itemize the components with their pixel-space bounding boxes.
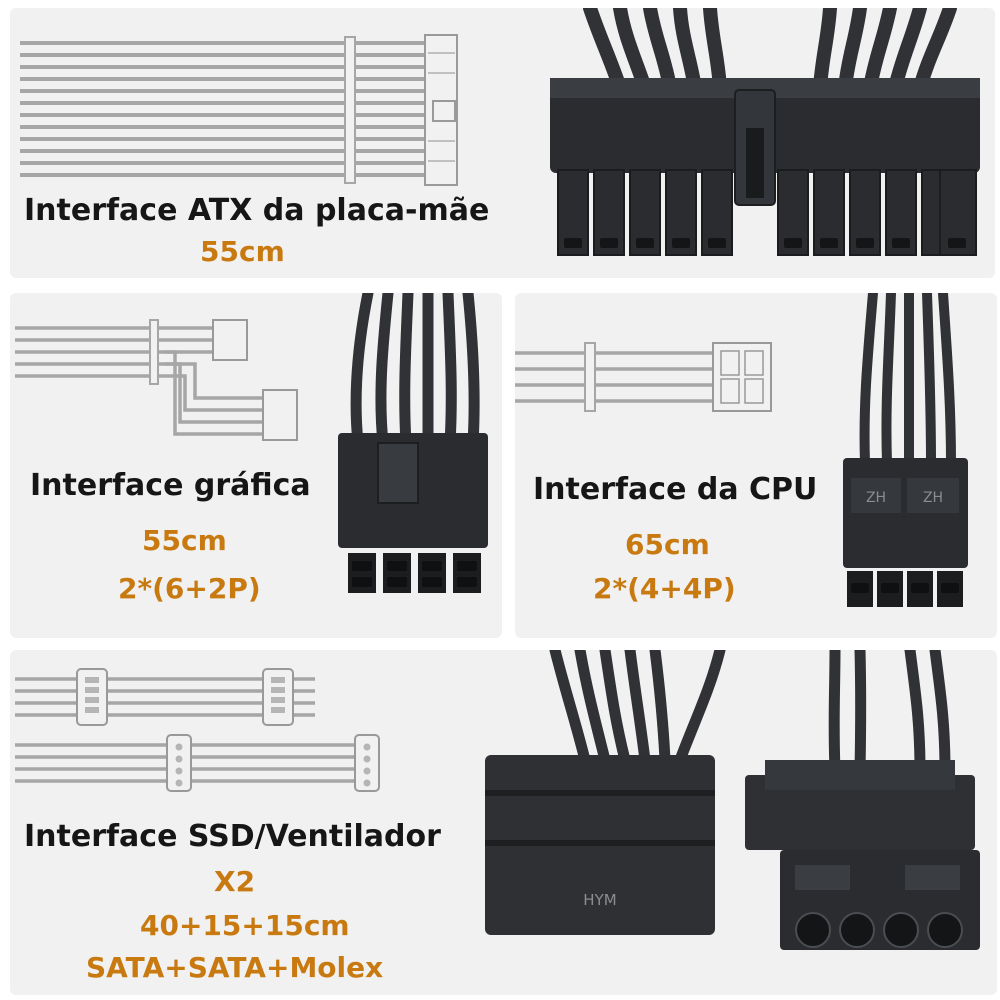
atx-panel: Interface ATX da placa-mãe 55cm [10, 8, 995, 278]
cpu-connector-mark-2: ZH [923, 490, 943, 506]
ssd-count: X2 [214, 865, 256, 898]
ssd-length: 40+15+15cm [140, 909, 350, 942]
ssd-types: SATA+SATA+Molex [86, 951, 384, 984]
cpu-8pin-connector: ZH ZH [843, 293, 968, 607]
ssd-title: Interface SSD/Ventilador [24, 819, 441, 854]
gpu-pins: 2*(6+2P) [118, 572, 261, 605]
cpu-connector-mark-1: ZH [866, 490, 886, 506]
sata-connector: HYM [485, 650, 726, 935]
atx-24pin-connector [550, 8, 980, 256]
cpu-wire-diagram [515, 342, 772, 412]
atx-wire-diagram [20, 34, 458, 186]
gpu-length: 55cm [142, 524, 227, 557]
molex-connector [745, 650, 980, 950]
cpu-panel: Interface da CPU 65cm 2*(4+4P) ZH ZH [515, 293, 997, 638]
gpu-panel: Interface gráfica 55cm 2*(6+2P) [10, 293, 502, 638]
cpu-title: Interface da CPU [533, 472, 818, 507]
gpu-wire-diagram [15, 319, 298, 441]
ssd-panel: Interface SSD/Ventilador X2 40+15+15cm S… [10, 650, 997, 995]
sata-connector-mark: HYM [583, 891, 616, 909]
cpu-length: 65cm [625, 528, 710, 561]
gpu-8pin-connector [338, 293, 488, 593]
atx-title: Interface ATX da placa-mãe [24, 193, 490, 228]
gpu-title: Interface gráfica [30, 468, 311, 503]
atx-length: 55cm [200, 235, 285, 268]
cpu-pins: 2*(4+4P) [593, 572, 736, 605]
ssd-wire-diagram [15, 668, 380, 792]
